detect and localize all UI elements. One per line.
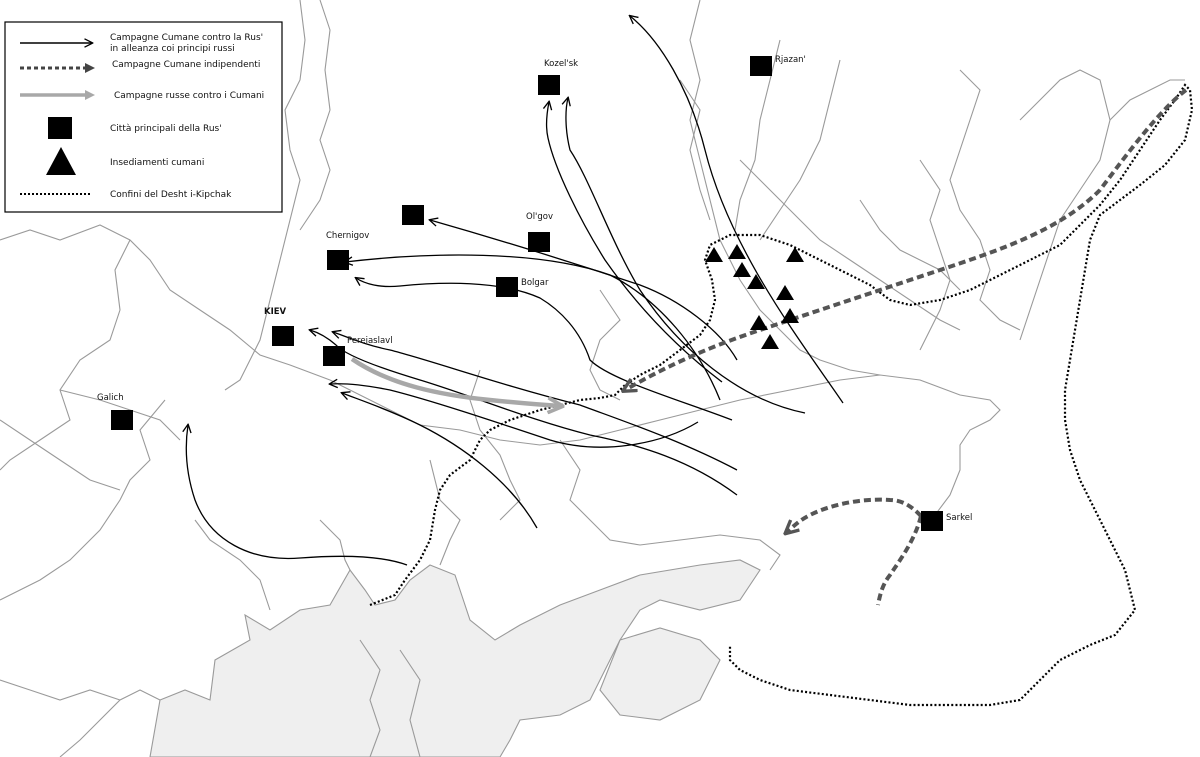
cuman-independent-campaigns xyxy=(625,88,1188,606)
campaign-route xyxy=(310,330,738,496)
legend: Campagne Cumane contro la Rus' in allean… xyxy=(4,21,283,213)
city-olgov: Ol'gov xyxy=(526,212,553,252)
city-label-galich: Galich xyxy=(97,393,124,403)
city-kiev: KIEV xyxy=(264,307,294,346)
city-label-rjazan: Rjazan' xyxy=(775,55,806,65)
city-label-kozelsk: Kozel'sk xyxy=(544,59,578,69)
campaign-route xyxy=(330,384,699,448)
city-rjazan: Rjazan' xyxy=(750,55,806,76)
city-chernigov: Chernigov xyxy=(326,231,369,270)
campaign-route xyxy=(342,393,538,529)
legend-square-icon xyxy=(48,117,72,139)
legend-item-cuman-independent: Campagne Cumane indipendenti xyxy=(20,60,260,73)
legend-label: Confini del Desht i-Kipchak xyxy=(110,190,232,200)
cuman-settlement xyxy=(776,285,794,300)
desht-border xyxy=(369,83,1194,707)
legend-item-cuman-settlements: Insediamenti cumani xyxy=(46,147,204,175)
russian-campaigns xyxy=(350,357,560,406)
cuman-settlement xyxy=(781,308,799,323)
city-unnamed xyxy=(402,205,424,225)
legend-item-desht-border: Confini del Desht i-Kipchak xyxy=(20,190,232,200)
legend-label: Campagne Cumane indipendenti xyxy=(112,60,260,70)
legend-label: Insediamenti cumani xyxy=(110,158,204,168)
legend-label: Città principali della Rus' xyxy=(110,124,222,134)
legend-label: Campagne russe contro i Cumani xyxy=(114,91,264,101)
campaign-route xyxy=(630,16,844,404)
city-label-chernigov: Chernigov xyxy=(326,231,369,241)
independent-route xyxy=(787,497,923,532)
cuman-settlement xyxy=(705,247,723,262)
campaign-route xyxy=(546,102,723,383)
city-kozelsk: Kozel'sk xyxy=(538,59,578,95)
campaign-route xyxy=(430,220,738,361)
russian-route xyxy=(350,357,560,406)
legend-item-cuman-with-rus: Campagne Cumane contro la Rus' in allean… xyxy=(20,33,263,54)
city-galich: Galich xyxy=(97,393,133,430)
cuman-settlement xyxy=(728,244,746,259)
cuman-settlement xyxy=(750,315,768,330)
sea-area xyxy=(149,559,761,757)
rus-cities: Kozel'sk Rjazan' Ol'gov Chernigov Bolgar… xyxy=(97,55,972,531)
independent-route xyxy=(625,88,1188,390)
city-label-olgov: Ol'gov xyxy=(526,212,553,222)
cuman-settlement xyxy=(733,262,751,277)
independent-route xyxy=(876,515,923,606)
city-label-pereiaslavl: Pereiaslavl xyxy=(347,336,393,346)
cuman-settlement xyxy=(761,334,779,349)
legend-label: Campagne Cumane contro la Rus' xyxy=(110,33,263,43)
cuman-campaigns-with-rus xyxy=(186,16,844,566)
legend-item-rus-cities: Città principali della Rus' xyxy=(48,117,222,139)
city-label-sarkel: Sarkel xyxy=(946,513,972,523)
legend-triangle-icon xyxy=(46,147,76,175)
legend-label-cont: in alleanza coi principi russi xyxy=(110,44,235,54)
legend-item-russian-campaigns: Campagne russe contro i Cumani xyxy=(20,90,264,101)
city-label-kiev: KIEV xyxy=(264,307,287,317)
cuman-settlements xyxy=(705,244,804,349)
cuman-settlement xyxy=(786,247,804,262)
city-sarkel: Sarkel xyxy=(921,511,972,531)
city-pereiaslavl: Pereiaslavl xyxy=(323,336,393,366)
city-label-bolgar: Bolgar xyxy=(521,278,549,288)
city-bolgar: Bolgar xyxy=(496,277,549,297)
campaign-route xyxy=(333,332,738,471)
cuman-settlement xyxy=(747,274,765,289)
campaign-route xyxy=(186,425,408,566)
campaign-route xyxy=(566,98,806,414)
campaign-route xyxy=(345,254,721,401)
campaign-route xyxy=(356,278,733,421)
